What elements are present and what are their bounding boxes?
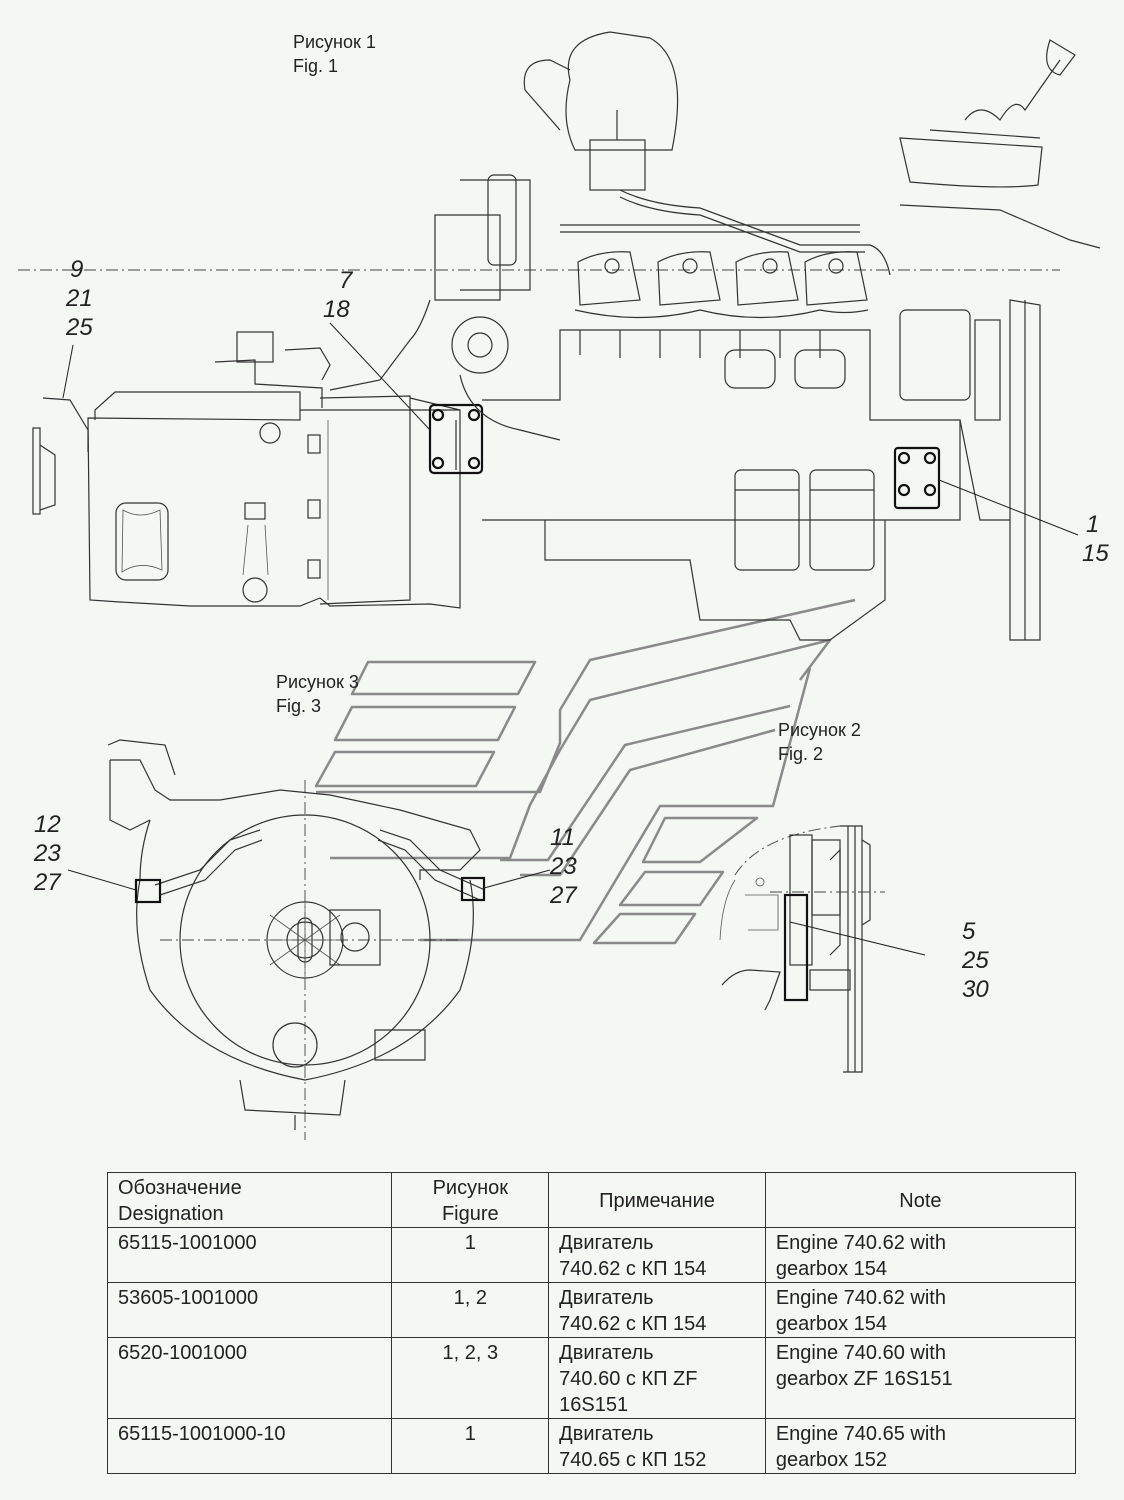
- fig1-engine-side-view: [18, 31, 1101, 641]
- note-ru-line: 740.62 с КП 154: [559, 1313, 707, 1335]
- fig2-front-mount-detail: [719, 825, 885, 1073]
- fig1-caption: Рисунок 1 Fig. 1: [293, 30, 376, 78]
- designation-table: Обозначение Designation Рисунок Figure П…: [106, 1172, 1077, 1474]
- callout-number: 9: [70, 256, 84, 283]
- note-en-line: Engine 740.65 with: [775, 1423, 946, 1445]
- note-en-line: gearbox 154: [775, 1258, 888, 1280]
- note-ru-line: Двигатель: [559, 1342, 654, 1364]
- note-ru-line: 740.62 с КП 154: [559, 1258, 707, 1280]
- cell-figure: 1: [391, 1227, 550, 1283]
- callout-number: 11: [550, 824, 575, 851]
- callout-number: 12: [34, 811, 61, 838]
- header-note-ru: Примечание: [548, 1172, 766, 1228]
- callout-fig1-mount: 7 18: [323, 266, 352, 324]
- callout-number: 18: [323, 296, 350, 323]
- callout-number: 23: [550, 853, 577, 880]
- flywheel-teeth: [268, 903, 342, 977]
- table-row: 65115-1001000-10 1 Двигатель 740.65 с КП…: [106, 1418, 1077, 1474]
- callout-number: 25: [962, 947, 989, 974]
- cell-note-ru: Двигатель 740.65 с КП 152: [548, 1418, 766, 1474]
- callout-fig1-left: 9 21 25: [66, 255, 93, 342]
- note-en-line: gearbox ZF 16S151: [775, 1368, 953, 1390]
- cell-designation: 65115-1001000-10: [106, 1418, 393, 1474]
- note-en-line: gearbox 152: [775, 1449, 888, 1471]
- watermark-stripes: [314, 598, 856, 945]
- cell-designation: 53605-1001000: [106, 1282, 393, 1338]
- header-designation: Обозначение Designation: [106, 1172, 393, 1228]
- table-row: 65115-1001000 1 Двигатель 740.62 с КП 15…: [106, 1227, 1077, 1283]
- note-ru-line: Двигатель: [559, 1287, 654, 1309]
- callout-fig3-right: 11 23 27: [550, 823, 577, 910]
- note-ru-line: Двигатель: [559, 1232, 654, 1254]
- callout-number: 27: [550, 882, 577, 909]
- fig3-caption-ru: Рисунок 3: [276, 672, 359, 692]
- header-note-en: Note: [764, 1172, 1077, 1228]
- cell-designation: 65115-1001000: [106, 1227, 393, 1283]
- fig3-caption-en: Fig. 3: [276, 696, 322, 716]
- callout-number: 21: [66, 285, 93, 312]
- fig3-caption: Рисунок 3 Fig. 3: [276, 670, 359, 718]
- note-en-line: Engine 740.62 with: [775, 1232, 946, 1254]
- note-ru-line: Двигатель: [559, 1423, 654, 1445]
- fig1-caption-ru: Рисунок 1: [293, 32, 376, 52]
- table-row: 53605-1001000 1, 2 Двигатель 740.62 с КП…: [106, 1282, 1077, 1338]
- fig2-caption-ru: Рисунок 2: [778, 720, 861, 740]
- callout-number: 1: [1086, 511, 1100, 538]
- callout-number: 27: [34, 869, 61, 896]
- fig2-caption-en: Fig. 2: [778, 744, 824, 764]
- engine-assembly-drawing: [18, 31, 1101, 1140]
- header-figure-ru: Рисунок: [432, 1177, 509, 1199]
- note-en-line: Engine 740.62 with: [775, 1287, 946, 1309]
- note-ru-line: 16S151: [559, 1394, 629, 1416]
- cell-note-ru: Двигатель 740.60 с КП ZF 16S151: [548, 1337, 766, 1419]
- header-designation-en: Designation: [118, 1203, 224, 1225]
- cell-figure: 1, 2, 3: [391, 1337, 550, 1419]
- table-header-row: Обозначение Designation Рисунок Figure П…: [106, 1172, 1077, 1228]
- cell-designation: 6520-1001000: [106, 1337, 393, 1419]
- cell-note-ru: Двигатель 740.62 с КП 154: [548, 1227, 766, 1283]
- fig1-caption-en: Fig. 1: [293, 56, 339, 76]
- callout-number: 25: [66, 314, 93, 341]
- cell-note-en: Engine 740.65 with gearbox 152: [764, 1418, 1077, 1474]
- table-row: 6520-1001000 1, 2, 3 Двигатель 740.60 с …: [106, 1337, 1077, 1419]
- header-designation-ru: Обозначение: [118, 1177, 242, 1199]
- cell-note-ru: Двигатель 740.62 с КП 154: [548, 1282, 766, 1338]
- cylinder-heads: [574, 251, 869, 389]
- callout-fig2: 5 25 30: [962, 917, 989, 1004]
- callout-fig3-left: 12 23 27: [34, 810, 61, 897]
- callout-number: 23: [34, 840, 61, 867]
- callout-number: 7: [339, 267, 353, 294]
- leader-lines: [62, 322, 1079, 956]
- cell-figure: 1: [391, 1418, 550, 1474]
- callout-number: 30: [962, 976, 989, 1003]
- cell-note-en: Engine 740.62 with gearbox 154: [764, 1282, 1077, 1338]
- note-en-line: gearbox 154: [775, 1313, 888, 1335]
- header-figure-en: Figure: [441, 1203, 499, 1225]
- callout-number: 5: [962, 918, 976, 945]
- note-ru-line: 740.65 с КП 152: [559, 1449, 707, 1471]
- cell-note-en: Engine 740.62 with gearbox 154: [764, 1227, 1077, 1283]
- fig3-engine-rear-view: [107, 739, 486, 1140]
- cell-figure: 1, 2: [391, 1282, 550, 1338]
- note-ru-line: 740.60 с КП ZF: [559, 1368, 698, 1390]
- callout-number: 15: [1082, 540, 1109, 567]
- callout-fig1-front: 1 15: [1082, 510, 1109, 568]
- note-en-line: Engine 740.60 with: [775, 1342, 946, 1364]
- cell-note-en: Engine 740.60 with gearbox ZF 16S151: [764, 1337, 1077, 1419]
- fig2-caption: Рисунок 2 Fig. 2: [778, 718, 861, 766]
- header-figure: Рисунок Figure: [391, 1172, 550, 1228]
